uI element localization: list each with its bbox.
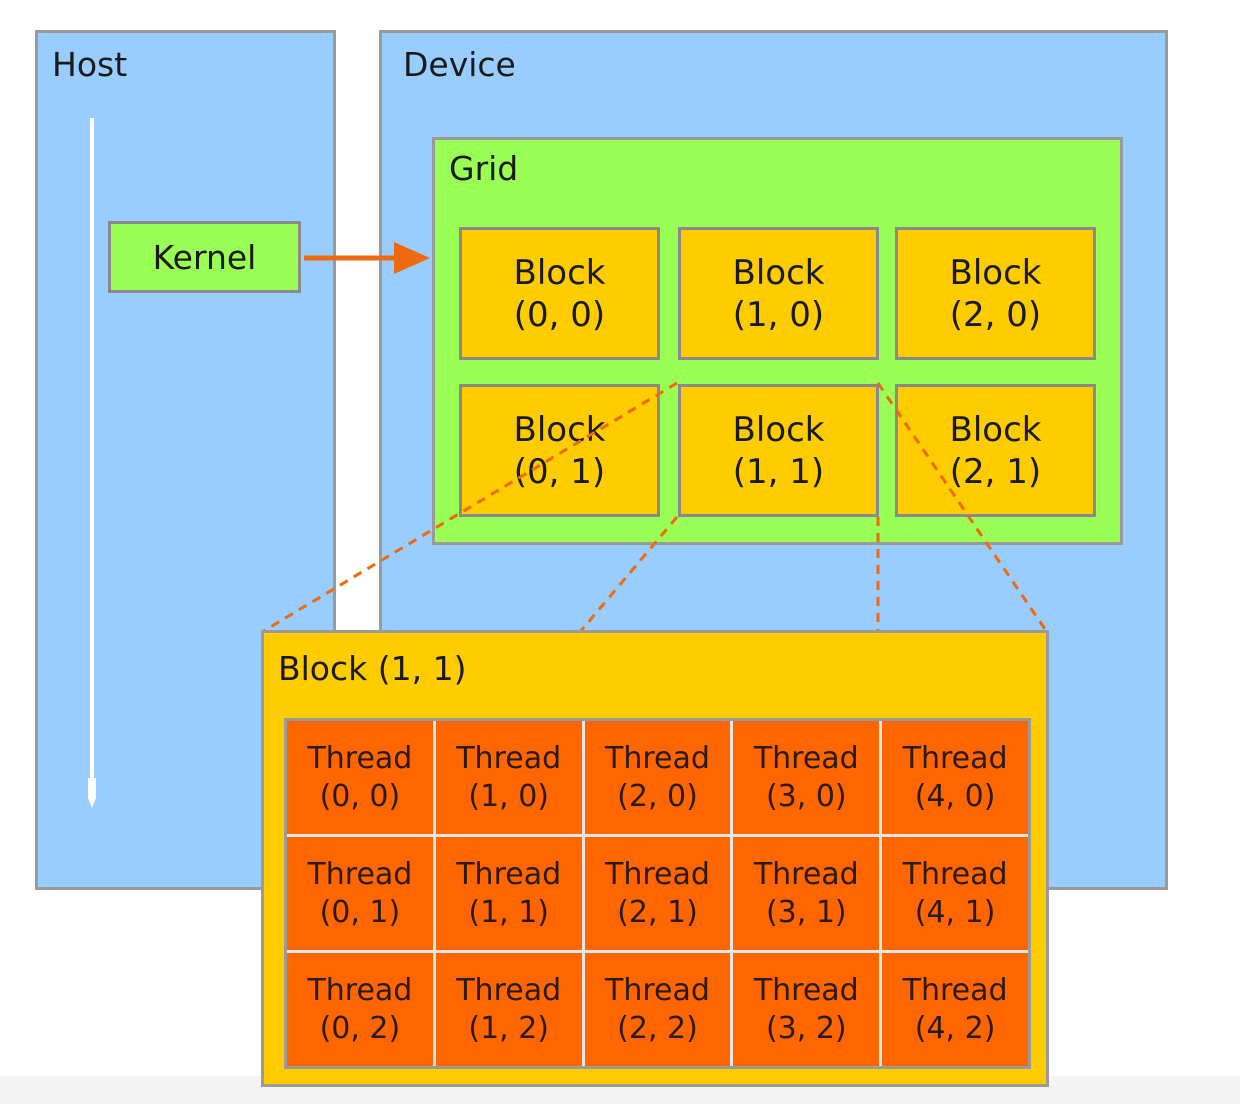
thread-coord: (1, 0)	[468, 778, 550, 814]
thread-label: Thread	[605, 740, 710, 776]
thread-coord: (4, 0)	[914, 778, 996, 814]
block-1-1: Block (1, 1)	[678, 384, 879, 517]
block-coord: (2, 1)	[949, 451, 1042, 492]
thread-cell: Thread(4, 1)	[882, 837, 1028, 950]
thread-label: Thread	[307, 856, 413, 892]
thread-cell: Thread(2, 2)	[584, 953, 731, 1066]
device-title: Device	[403, 45, 516, 84]
block-label: Block	[732, 252, 825, 293]
block-label: Block	[513, 252, 606, 293]
host-title: Host	[52, 45, 128, 84]
thread-label: Thread	[456, 972, 562, 1008]
block-label: Block	[949, 409, 1042, 450]
thread-cell: Thread(1, 2)	[435, 953, 582, 1066]
block-coord: (0, 1)	[513, 451, 606, 492]
thread-label: Thread	[605, 972, 710, 1008]
block-coord: (2, 0)	[949, 294, 1042, 335]
thread-coord: (2, 1)	[617, 894, 698, 930]
block-coord: (1, 1)	[732, 451, 825, 492]
thread-label: Thread	[902, 972, 1008, 1008]
block-0-0: Block (0, 0)	[459, 227, 660, 360]
thread-label: Thread	[902, 856, 1008, 892]
block-detail-title: Block (1, 1)	[278, 649, 467, 688]
thread-label: Thread	[456, 856, 562, 892]
thread-coord: (0, 0)	[319, 778, 401, 814]
kernel-box: Kernel	[108, 221, 301, 293]
block-label: Block	[732, 409, 825, 450]
thread-coord: (4, 2)	[914, 1010, 996, 1046]
thread-label: Thread	[456, 740, 562, 776]
thread-cell: Thread(0, 2)	[287, 953, 433, 1066]
thread-label: Thread	[307, 972, 413, 1008]
thread-cell: Thread(1, 0)	[435, 721, 582, 834]
thread-coord: (3, 1)	[765, 894, 847, 930]
block-0-1: Block (0, 1)	[459, 384, 660, 517]
thread-cell: Thread(4, 0)	[882, 721, 1028, 834]
block-coord: (1, 0)	[732, 294, 825, 335]
thread-coord: (0, 1)	[319, 894, 401, 930]
timeline-arrow-icon	[80, 118, 104, 808]
thread-coord: (2, 0)	[617, 778, 698, 814]
thread-cell: Thread(3, 0)	[733, 721, 880, 834]
thread-label: Thread	[307, 740, 413, 776]
block-2-0: Block (2, 0)	[895, 227, 1096, 360]
block-label: Block	[949, 252, 1042, 293]
grid-box: Grid Block (0, 0) Block (1, 0) Block (2,…	[432, 137, 1123, 545]
thread-cell: Thread(1, 1)	[435, 837, 582, 950]
thread-coord: (4, 1)	[914, 894, 996, 930]
block-2-1: Block (2, 1)	[895, 384, 1096, 517]
thread-coord: (1, 2)	[468, 1010, 550, 1046]
thread-cell: Thread(2, 1)	[584, 837, 731, 950]
kernel-launch-arrow-icon	[304, 242, 430, 274]
thread-coord: (3, 2)	[765, 1010, 847, 1046]
block-coord: (0, 0)	[513, 294, 606, 335]
thread-label: Thread	[902, 740, 1008, 776]
block-1-0: Block (1, 0)	[678, 227, 879, 360]
thread-grid: Thread(0, 0) Thread(1, 0) Thread(2, 0) T…	[284, 718, 1031, 1069]
thread-cell: Thread(4, 2)	[882, 953, 1028, 1066]
kernel-label: Kernel	[152, 237, 257, 277]
thread-cell: Thread(3, 2)	[733, 953, 880, 1066]
thread-label: Thread	[753, 740, 859, 776]
thread-coord: (0, 2)	[319, 1010, 401, 1046]
block-label: Block	[513, 409, 606, 450]
thread-label: Thread	[605, 856, 710, 892]
thread-coord: (1, 1)	[468, 894, 550, 930]
thread-cell: Thread(2, 0)	[584, 721, 731, 834]
thread-label: Thread	[753, 972, 859, 1008]
block-detail-box: Block (1, 1) Thread(0, 0) Thread(1, 0) T…	[261, 630, 1049, 1087]
thread-coord: (2, 2)	[617, 1010, 698, 1046]
thread-cell: Thread(0, 0)	[287, 721, 433, 834]
thread-cell: Thread(0, 1)	[287, 837, 433, 950]
thread-cell: Thread(3, 1)	[733, 837, 880, 950]
grid-title: Grid	[449, 149, 519, 188]
thread-label: Thread	[753, 856, 859, 892]
thread-coord: (3, 0)	[765, 778, 847, 814]
